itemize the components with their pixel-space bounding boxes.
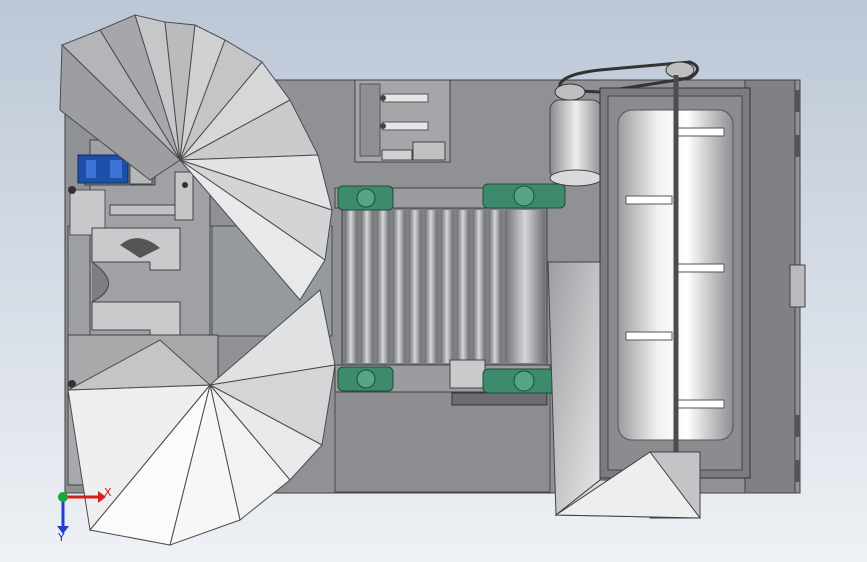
axis-triad (57, 491, 106, 534)
lower-spiral-chute (67, 289, 336, 546)
drum-drive (549, 60, 699, 187)
control-panel (354, 79, 451, 163)
x-axis-label: X (104, 486, 112, 499)
bearing-bottom-left (337, 366, 394, 392)
bearing-top-left (337, 185, 394, 211)
bearing-bottom-right (482, 368, 566, 394)
y-axis-label: Y (58, 531, 65, 544)
drive-motor (549, 99, 603, 181)
z-axis-dot (58, 492, 68, 502)
discharge-hopper (554, 451, 702, 519)
bearing-top-right (482, 183, 566, 209)
drum-screen (599, 75, 751, 479)
upper-spiral-chute (59, 14, 333, 301)
conveyor-rollers (345, 210, 545, 363)
